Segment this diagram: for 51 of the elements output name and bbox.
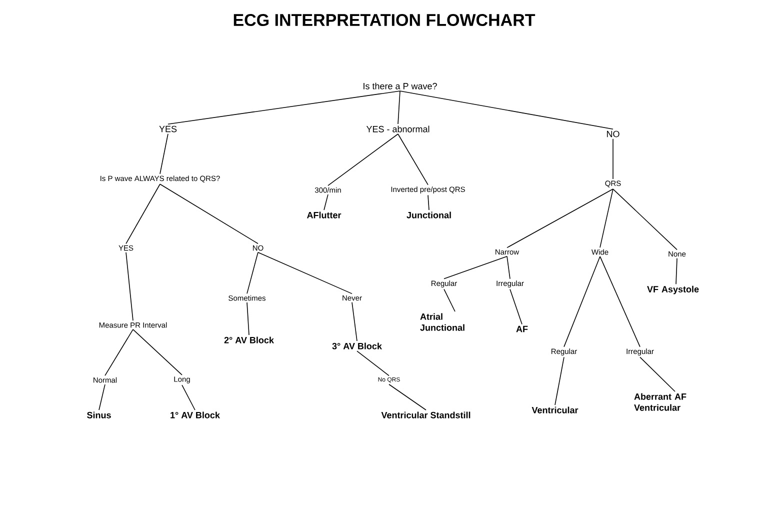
- diagnosis-text: 1° AV Block: [170, 412, 220, 418]
- connector-line: [328, 134, 398, 186]
- connector-line: [182, 384, 196, 410]
- diagnosis-text: Atrial Junctional: [420, 313, 464, 331]
- connector-line: [506, 188, 614, 248]
- diagnosis-text: VF Asystole: [647, 286, 699, 294]
- connector-line: [676, 258, 678, 284]
- connector-line: [398, 134, 428, 186]
- answer-label: YES - abnormal: [366, 126, 430, 132]
- connector-line: [400, 90, 614, 130]
- connector-line: [398, 90, 400, 124]
- connector-line: [132, 329, 182, 376]
- connector-line: [258, 252, 352, 294]
- connector-line: [600, 188, 614, 248]
- connector-line: [356, 350, 390, 376]
- diagnosis-text: 3° AV Block: [332, 342, 382, 350]
- diagnosis-text: AFlutter: [306, 212, 342, 218]
- connector-line: [554, 356, 564, 406]
- connector-line: [104, 329, 134, 376]
- connector-line: [510, 288, 522, 325]
- diagnosis-text: Aberrant AF Ventricular: [634, 393, 686, 411]
- connector-line: [388, 384, 426, 410]
- diagnosis-text: Ventricular: [532, 406, 578, 414]
- connector-line: [444, 256, 508, 280]
- diagnosis-text: Sinus: [87, 412, 111, 418]
- answer-label: YES: [159, 126, 177, 132]
- diagnosis-text: 2° AV Block: [224, 336, 274, 344]
- connector-line: [324, 194, 328, 210]
- title: ECG INTERPRETATION FLOWCHART: [234, 14, 536, 26]
- connector-line: [444, 288, 456, 312]
- connector-line: [246, 302, 250, 336]
- connector-line: [160, 133, 168, 174]
- connector-line: [160, 184, 258, 244]
- connector-line: [352, 302, 358, 342]
- connector-line: [506, 256, 510, 280]
- connector-line: [168, 90, 400, 125]
- diagnosis-text: Junctional: [406, 212, 451, 218]
- connector-line: [126, 252, 134, 321]
- connector-line: [612, 188, 678, 250]
- connector-line: [126, 184, 160, 244]
- connector-line: [428, 194, 430, 210]
- connector-line: [640, 356, 676, 392]
- answer-label: NO: [607, 130, 620, 138]
- connector-line: [246, 252, 258, 294]
- connector-line: [600, 256, 640, 348]
- question-text: Is there a P wave?: [364, 82, 437, 90]
- diagnosis-text: AF: [516, 326, 528, 332]
- connector-line: [612, 138, 614, 180]
- connector-line: [98, 384, 106, 410]
- connector-line: [564, 256, 600, 348]
- diagnosis-text: Ventricular Standstill: [381, 412, 470, 418]
